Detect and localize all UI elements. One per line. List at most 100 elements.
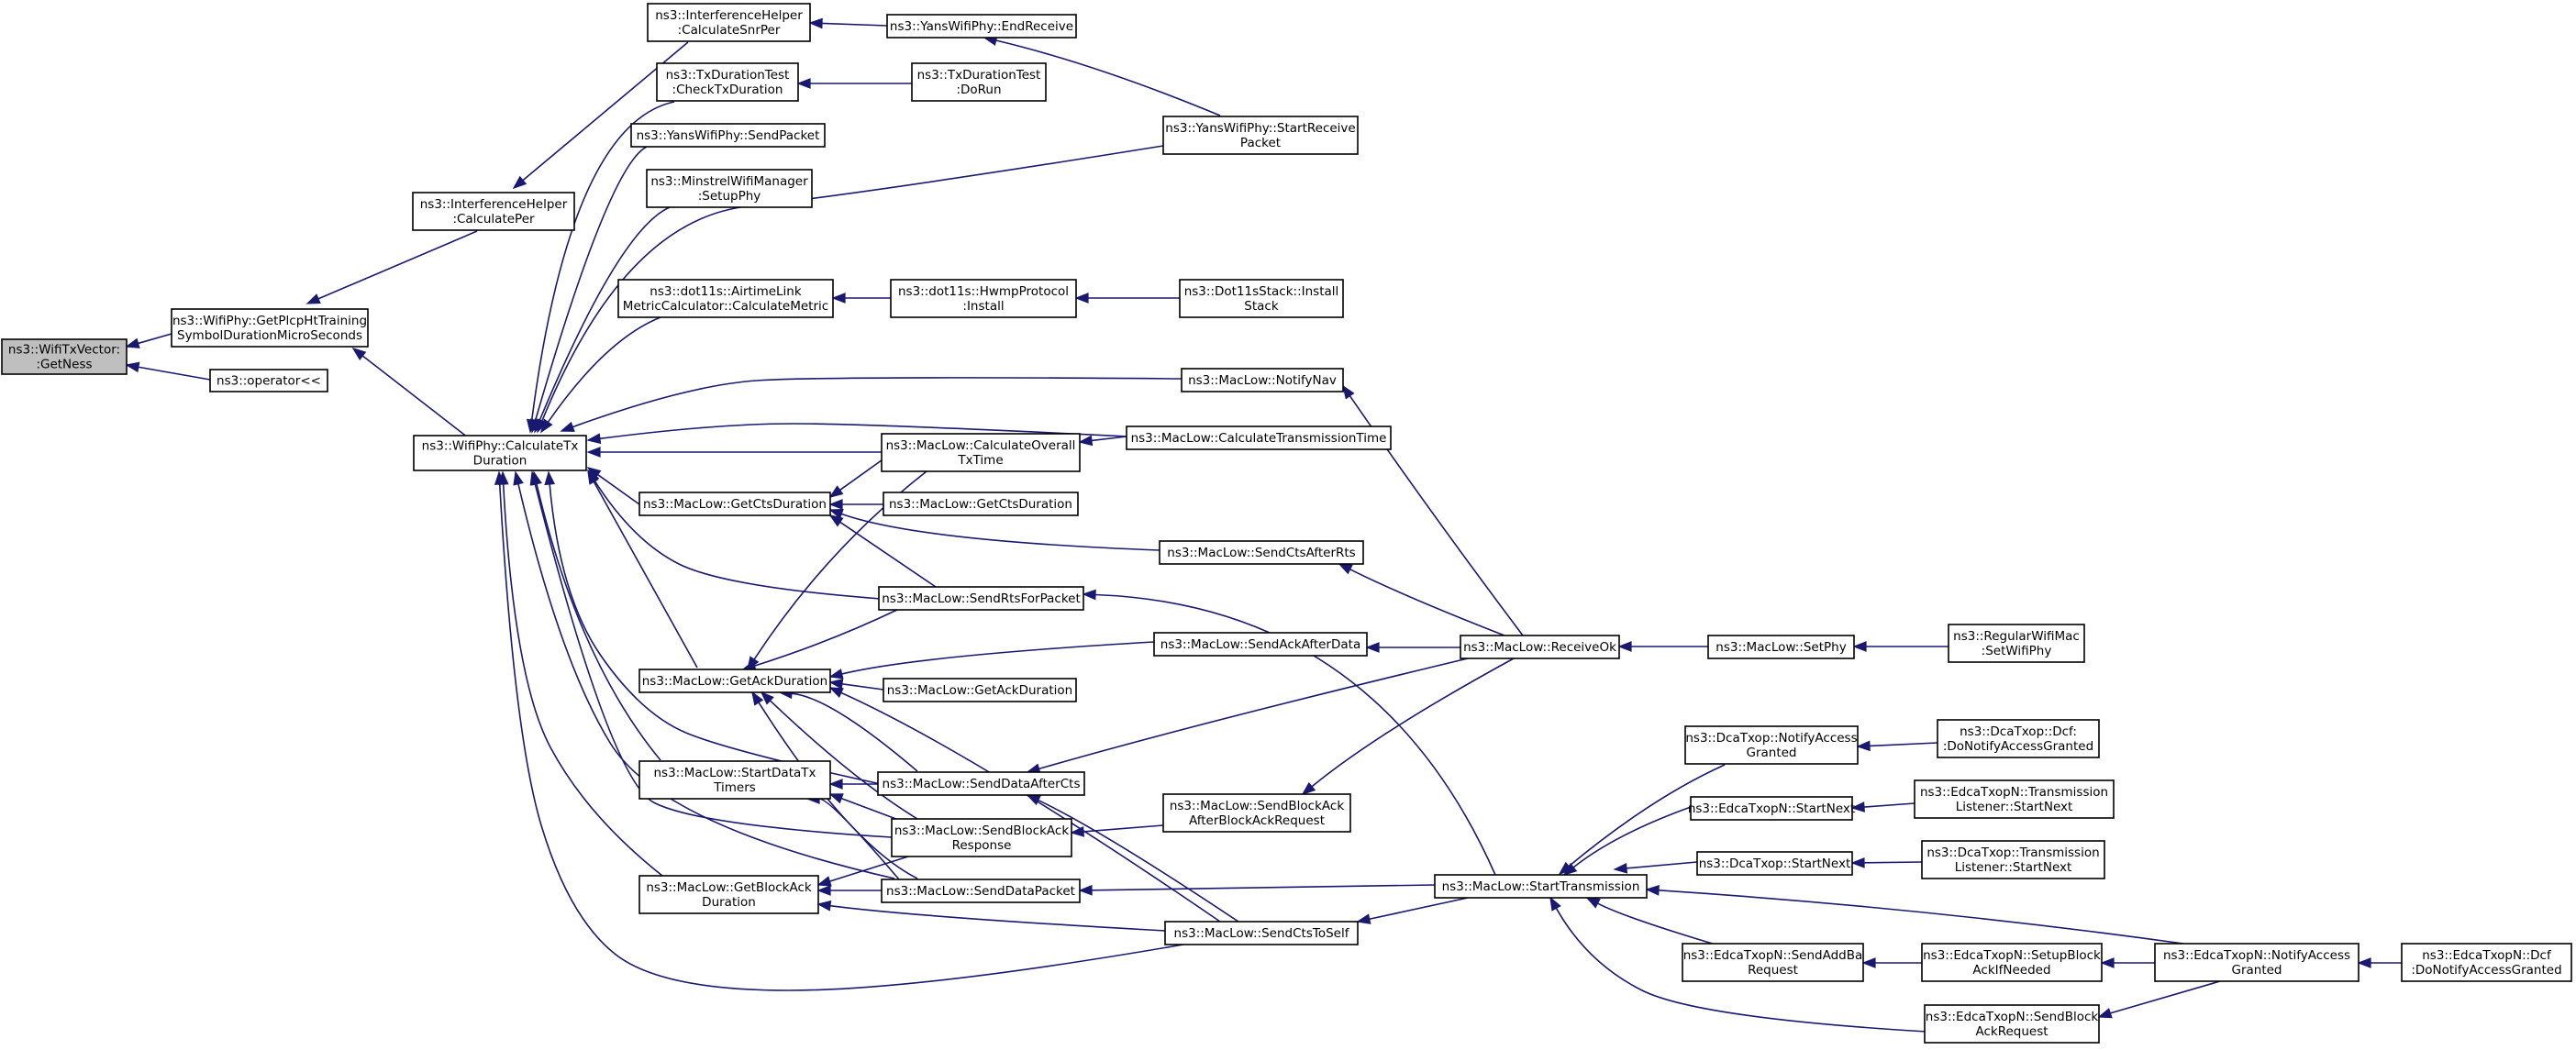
edge-sendblockackafter-to-sendblockackresp — [1070, 824, 1164, 837]
edge-line — [138, 333, 172, 345]
node-box — [1690, 796, 1853, 821]
edge-endreceive-to-calcsnr — [808, 17, 888, 29]
edge-line — [593, 481, 698, 669]
edge-edcanotify-to-starttransmission — [1645, 885, 2184, 945]
node-label: ns3::WifiPhy::CalculateTx — [422, 439, 579, 454]
node-label: AfterBlockAckRequest — [1189, 813, 1325, 828]
node-sendctsafterrts[interactable]: ns3::MacLow::SendCtsAfterRts — [1159, 540, 1364, 565]
node-getack[interactable]: ns3::MacLow::GetAckDuration — [638, 669, 831, 693]
node-starttransmission[interactable]: ns3::MacLow::StartTransmission — [1434, 874, 1648, 899]
node-label: ns3::YansWifiPhy::EndReceive — [890, 19, 1073, 34]
node-box — [413, 435, 587, 471]
node-getplcp[interactable]: ns3::WifiPhy::GetPlcpHtTrainingSymbolDur… — [171, 308, 369, 348]
node-receiveok[interactable]: ns3::MacLow::ReceiveOk — [1460, 635, 1620, 659]
arrowhead-icon — [494, 470, 505, 485]
node-dcanotify[interactable]: ns3::DcaTxop::NotifyAccessGranted — [1684, 725, 1859, 765]
node-getcts[interactable]: ns3::MacLow::GetCtsDuration — [638, 492, 831, 516]
node-box — [647, 3, 811, 42]
node-sendpkt[interactable]: ns3::YansWifiPhy::SendPacket — [630, 123, 826, 148]
arrowhead-icon — [1645, 885, 1660, 896]
node-getcts2[interactable]: ns3::MacLow::GetCtsDuration — [883, 492, 1079, 516]
edge-senddataaftercts-to-calctx — [544, 470, 882, 785]
edge-line — [536, 483, 661, 761]
node-edcanotify[interactable]: ns3::EdcaTxopN::NotifyAccessGranted — [2154, 943, 2359, 982]
node-dcadodcf[interactable]: ns3::DcaTxop::Dcf::DoNotifyAccessGranted — [1937, 719, 2100, 758]
node-airtime[interactable]: ns3::dot11s::AirtimeLinkMetricCalculator… — [617, 279, 834, 318]
edge-setphy-to-receiveok — [1617, 641, 1708, 652]
edge-hwmp-to-airtime — [831, 293, 891, 304]
edge-line — [534, 146, 648, 421]
arrowhead-icon — [1342, 384, 1355, 400]
node-dcastartnext[interactable]: ns3::DcaTxop::StartNext — [1696, 851, 1853, 876]
arrowhead-icon — [1856, 740, 1871, 752]
node-label: ns3::MacLow::SendCtsAfterRts — [1167, 546, 1355, 560]
node-checktx[interactable]: ns3::TxDurationTest:CheckTxDuration — [656, 62, 799, 102]
edge-line — [572, 377, 1183, 428]
arrowhead-icon — [751, 691, 764, 706]
node-senddatapacket[interactable]: ns3::MacLow::SendDataPacket — [881, 879, 1081, 903]
node-sendackafterdata[interactable]: ns3::MacLow::SendAckAfterData — [1153, 632, 1368, 657]
node-label: Duration — [702, 895, 756, 910]
node-box — [1162, 116, 1359, 155]
node-label: :CalculatePer — [452, 212, 535, 227]
edge-line — [1094, 593, 1496, 876]
node-label: ns3::MacLow::SetPhy — [1715, 640, 1846, 655]
node-label: :DoRun — [956, 83, 1001, 97]
edge-calcper-to-getplcp — [305, 230, 478, 304]
node-notifynav[interactable]: ns3::MacLow::NotifyNav — [1181, 368, 1344, 392]
node-label: ns3::EdcaTxopN::StartNext — [1688, 801, 1855, 816]
node-box — [883, 492, 1079, 516]
node-regularwifimac[interactable]: ns3::RegularWifiMac:SetWifiPhy — [1948, 624, 2085, 663]
node-edcastartnext[interactable]: ns3::EdcaTxopN::StartNext — [1688, 796, 1855, 821]
node-hwmp[interactable]: ns3::dot11s::HwmpProtocol:Install — [890, 279, 1077, 318]
arrowhead-icon — [1301, 781, 1316, 796]
edge-edcasetupblock-to-edcasendaddba — [1861, 957, 1922, 968]
node-dorun[interactable]: ns3::TxDurationTest:DoRun — [911, 62, 1047, 102]
node-calcper[interactable]: ns3::InterferenceHelper:CalculatePer — [412, 192, 575, 231]
node-sendctstoself[interactable]: ns3::MacLow::SendCtsToSelf — [1164, 921, 1359, 945]
edge-line — [547, 316, 661, 423]
node-calctranstime[interactable]: ns3::MacLow::CalculateTransmissionTime — [1126, 426, 1392, 450]
edge-line — [530, 101, 675, 421]
arrowhead-icon — [1861, 957, 1876, 968]
edge-line — [1349, 569, 1505, 636]
edge-line — [1568, 764, 1726, 868]
node-dcatranslistener[interactable]: ns3::DcaTxop::TransmissionListener::Star… — [1921, 840, 2105, 879]
node-senddataaftercts[interactable]: ns3::MacLow::SendDataAfterCts — [877, 771, 1085, 796]
node-calcsnr[interactable]: ns3::InterferenceHelper:CalculateSnrPer — [647, 3, 811, 42]
node-edcadodcf[interactable]: ns3::EdcaTxopN::Dcf:DoNotifyAccessGrante… — [2401, 943, 2572, 982]
arrowhead-icon — [1070, 826, 1085, 837]
edge-receiveok-to-sendblockackafter — [1301, 658, 1515, 796]
node-minstrel[interactable]: ns3::MinstrelWifiManager:SetupPhy — [646, 169, 813, 208]
edge-line — [1083, 824, 1164, 833]
node-sendrts[interactable]: ns3::MacLow::SendRtsForPacket — [878, 586, 1084, 611]
node-setphy[interactable]: ns3::MacLow::SetPhy — [1707, 635, 1855, 659]
edge-getplcp-to-getness — [125, 333, 172, 348]
node-getness[interactable]: ns3::WifiTxVector::GetNess — [1, 338, 128, 375]
node-getack2[interactable]: ns3::MacLow::GetAckDuration — [883, 678, 1077, 702]
node-box — [1924, 1004, 2100, 1044]
edge-dcadodcf-to-dcanotify — [1856, 740, 1938, 752]
node-box — [878, 586, 1084, 611]
edge-line — [818, 798, 900, 880]
node-endreceive[interactable]: ns3::YansWifiPhy::EndReceive — [886, 14, 1077, 39]
arrowhead-icon — [1338, 563, 1353, 575]
node-label: Response — [952, 838, 1012, 853]
node-box — [630, 123, 826, 148]
node-edcatranslistener[interactable]: ns3::EdcaTxopN::TransmissionListener::St… — [1914, 779, 2115, 819]
node-sendblockackafter[interactable]: ns3::MacLow::SendBlockAckAfterBlockAckRe… — [1162, 793, 1351, 833]
node-operator[interactable]: ns3::operator<< — [209, 369, 328, 392]
arrowhead-icon — [828, 509, 844, 520]
node-label: :DoNotifyAccessGranted — [1943, 739, 2093, 754]
edge-line — [597, 473, 640, 505]
